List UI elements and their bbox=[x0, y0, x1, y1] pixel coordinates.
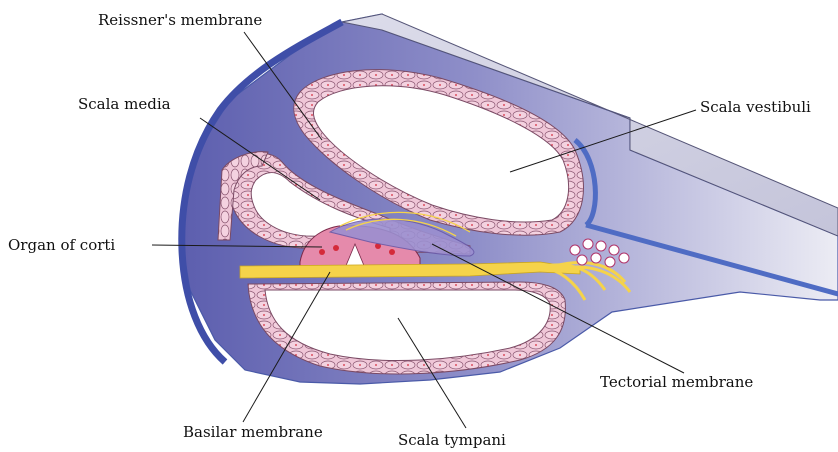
label-scala-vestibuli: Scala vestibuli bbox=[700, 98, 811, 116]
label-tectorial-membrane: Tectorial membrane bbox=[600, 373, 753, 391]
hair-cell bbox=[333, 245, 339, 251]
label-scala-tympani: Scala tympani bbox=[398, 431, 506, 449]
hair-cell bbox=[319, 249, 325, 255]
label-basilar-membrane: Basilar membrane bbox=[183, 423, 323, 441]
label-reissners-membrane: Reissner's membrane bbox=[98, 11, 262, 29]
hair-cell bbox=[389, 249, 395, 255]
label-scala-media: Scala media bbox=[78, 95, 171, 113]
label-organ-of-corti: Organ of corti bbox=[8, 236, 115, 254]
